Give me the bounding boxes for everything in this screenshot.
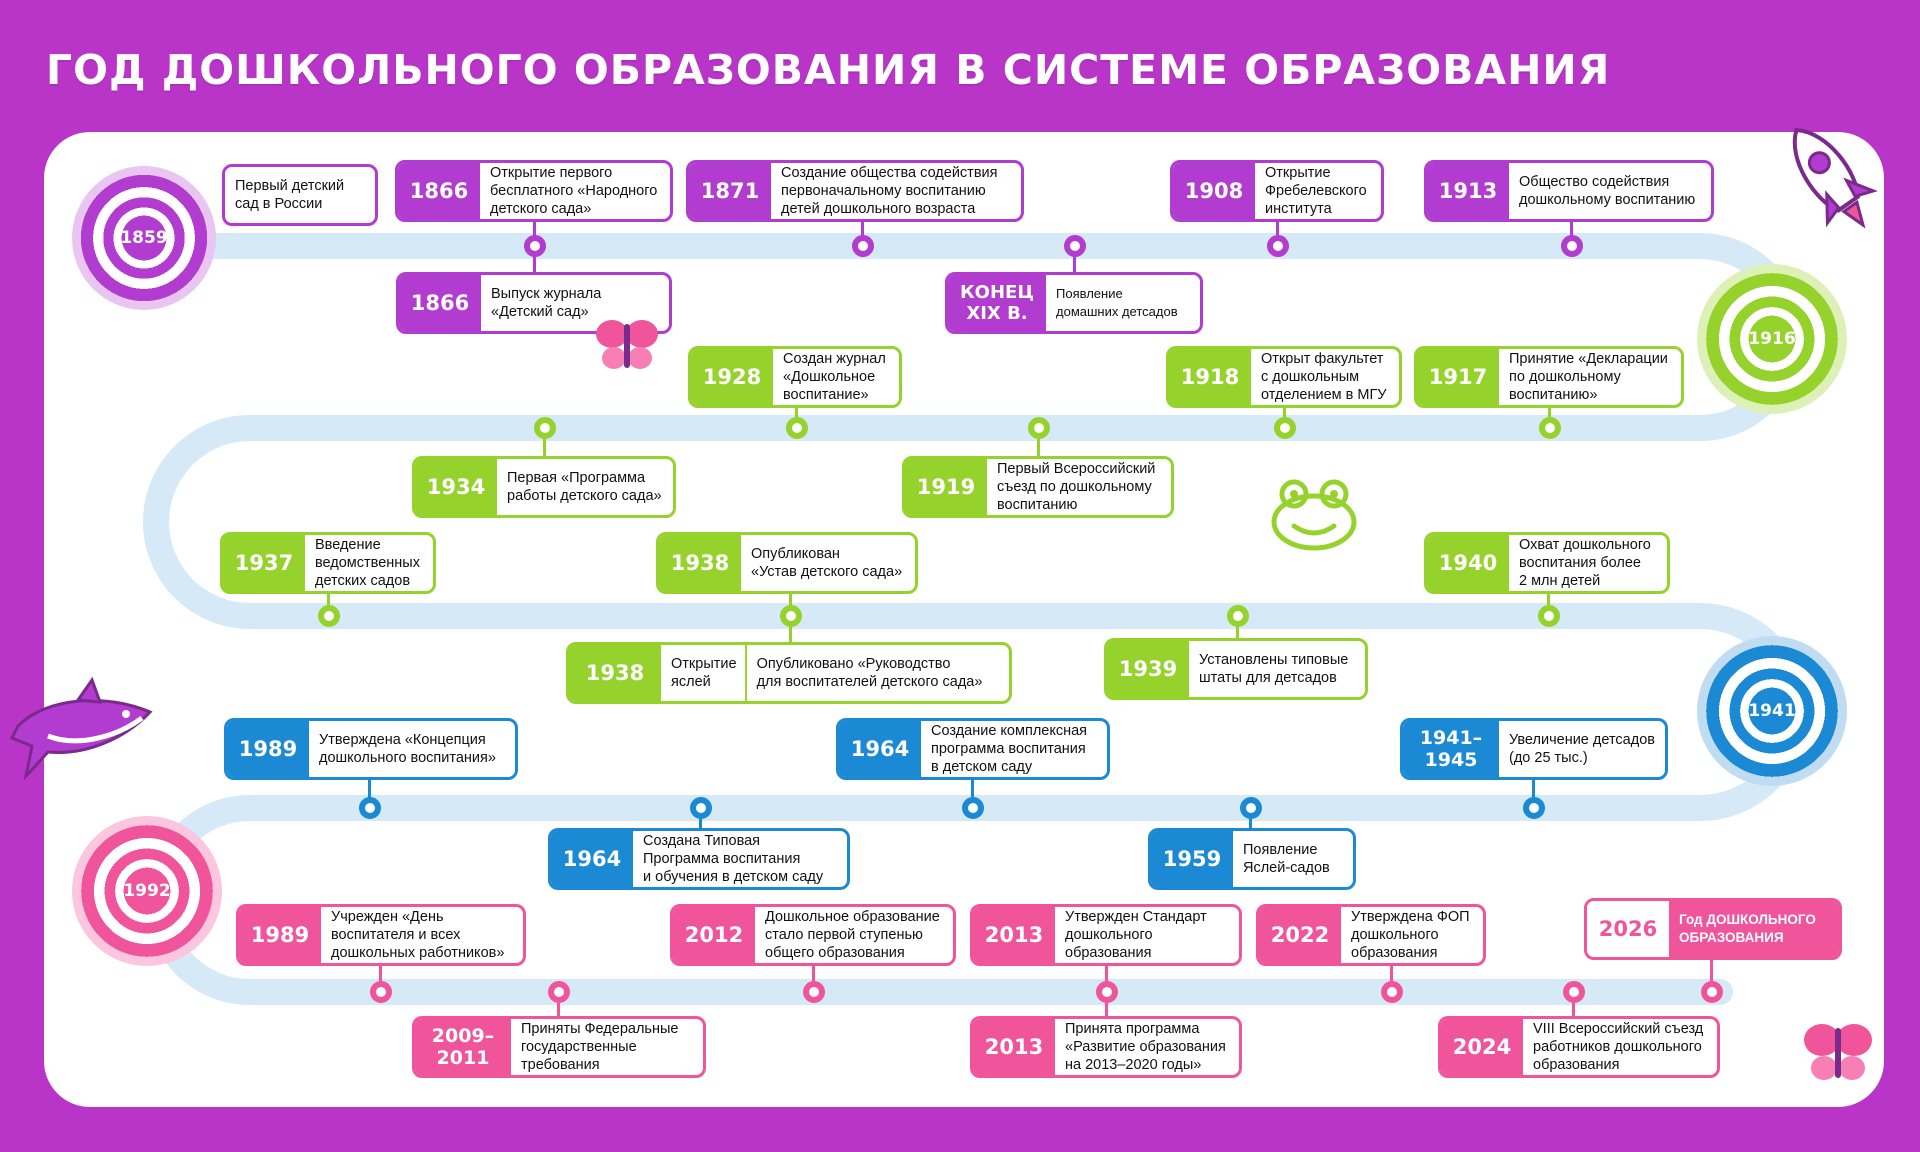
stem [1073,246,1076,272]
event-1941-1945: 1941– 1945 Увеличение детсадов (до 25 ты… [1400,718,1668,780]
event-1938-nurseries: 1938 Открытие яслей Опубликовано «Руково… [566,642,1012,704]
timeline-dot [318,605,340,627]
event-1919: 1919 Первый Всероссийский съезд по дошко… [902,456,1174,518]
shark-icon [9,676,153,781]
timeline-dot [1563,981,1585,1003]
timeline-dot [1240,797,1262,819]
timeline-dot [690,797,712,819]
event-1866-journal: 1866 Выпуск журнала «Детский сад» [396,272,672,334]
timeline-dot [852,235,874,257]
timeline-dot [548,981,570,1003]
event-1908: 1908 Открытие Фребелевского института [1170,160,1384,222]
event-1964-program: 1964 Создание комплексная программа восп… [836,718,1110,780]
timeline-dot [370,981,392,1003]
stem [812,966,815,992]
event-1939: 1939 Установлены типовые штаты для детса… [1104,638,1368,700]
stem [971,780,974,808]
timeline-dot [962,797,984,819]
timeline-dot [1267,235,1289,257]
stem [379,966,382,992]
timeline-dot [534,417,556,439]
stem [557,992,560,1016]
timeline-dot [359,797,381,819]
timeline-dot [1064,235,1086,257]
event-1918: 1918 Открыт факультет с дошкольным отдел… [1166,346,1402,408]
event-2026: 2026 Год ДОШКОЛЬНОГО ОБРАЗОВАНИЯ [1584,898,1842,960]
event-2022: 2022 Утверждена ФОП дошкольного образова… [1256,904,1486,966]
event-end-xix: КОНЕЦ XIX В. Появление домашних детсадов [945,272,1203,334]
event-1928: 1928 Создан журнал «Дошкольное воспитани… [688,346,902,408]
event-2009-2011: 2009– 2011 Приняты Федеральные государст… [412,1016,706,1078]
timeline-dot [803,981,825,1003]
event-2013-standard: 2013 Утвержден Стандарт дошкольного обра… [970,904,1242,966]
event-1859: Первый детский сад в России [222,164,378,226]
event-1871: 1871 Создание общества содействия первон… [686,160,1024,222]
event-1866-kindergarten: 1866 Открытие первого бесплатного «Народ… [395,160,673,222]
frog-icon [1271,479,1357,551]
timeline-dot [1539,417,1561,439]
milestone-1941: 1941 [1697,636,1847,786]
stem [1236,616,1239,638]
timeline-dot [1561,235,1583,257]
timeline-dot [786,417,808,439]
timeline-dot [1227,605,1249,627]
timeline-dot [1701,981,1723,1003]
milestone-1859: 1859 [72,166,216,310]
event-2013-program: 2013 Принята программа «Развитие образов… [970,1016,1242,1078]
stem [1570,222,1573,246]
timeline-dot [1028,417,1050,439]
butterfly-icon [1804,1024,1872,1080]
event-1940: 1940 Охват дошкольного воспитания более … [1424,532,1670,594]
butterfly-icon [596,320,658,369]
milestone-1992: 1992 [72,816,222,966]
stem [533,222,536,246]
timeline-dot [780,605,802,627]
stem [861,222,864,246]
stem [533,246,536,272]
event-1934: 1934 Первая «Программа работы детского с… [412,456,676,518]
timeline-dot [1274,417,1296,439]
event-1989-concept: 1989 Утверждена «Концепция дошкольного в… [224,718,518,780]
stem [1572,992,1575,1016]
stem [543,428,546,456]
event-1938-charter: 1938 Опубликован «Устав детского сада» [656,532,918,594]
stem [368,780,371,808]
stem [1276,222,1279,246]
event-2024: 2024 VIII Всероссийский съезд работников… [1438,1016,1720,1078]
page-title: ГОД ДОШКОЛЬНОГО ОБРАЗОВАНИЯ В СИСТЕМЕ ОБ… [46,46,1611,94]
stem [1037,428,1040,456]
event-1964-typical: 1964 Создана Типовая Программа воспитани… [548,828,850,890]
event-1989-day: 1989 Учрежден «День воспитателя и всех д… [236,904,526,966]
timeline-dot [1096,981,1118,1003]
stem [1532,780,1535,808]
rocket-icon [1792,127,1878,229]
timeline-dot [524,235,546,257]
event-1959: 1959 Появление Яслей-садов [1148,828,1356,890]
timeline-dot [1381,981,1403,1003]
milestone-1916: 1916 [1697,264,1847,414]
event-1917: 1917 Принятие «Декларации по дошкольному… [1414,346,1684,408]
stem [1390,966,1393,992]
event-2012: 2012 Дошкольное образование стало первой… [670,904,956,966]
event-1913: 1913 Общество содействия дошкольному вос… [1424,160,1714,222]
event-1937: 1937 Введение ведомственных детских садо… [220,532,436,594]
timeline-dot [1538,605,1560,627]
stem [1710,960,1713,992]
timeline-dot [1523,797,1545,819]
